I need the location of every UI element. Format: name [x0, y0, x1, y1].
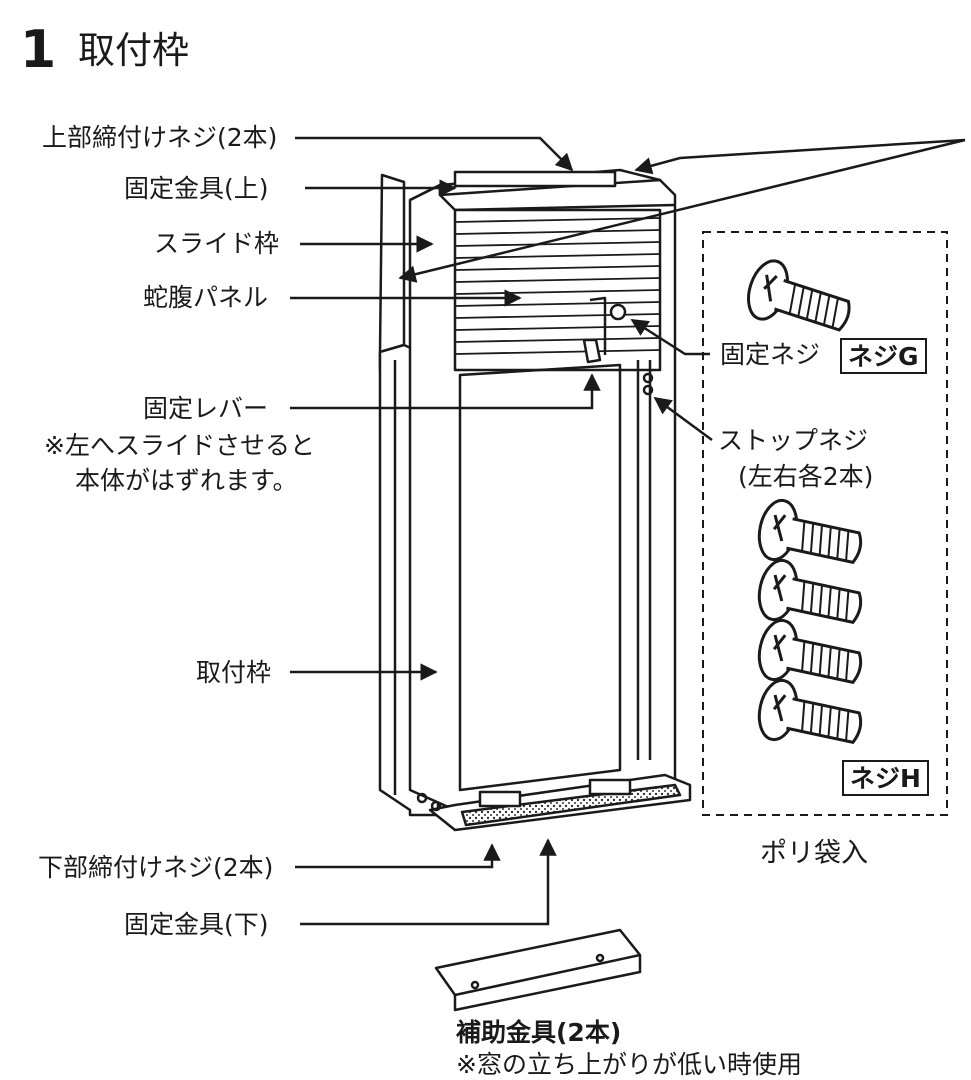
label-aux-bracket: 補助金具(2本) [456, 1018, 622, 1047]
label-fixing-screw: 固定ネジ [720, 340, 821, 369]
label-poly-bag: ポリ袋入 [760, 838, 868, 869]
label-lever-note-1: ※左へスライドさせると [44, 431, 315, 460]
label-upper-screw: 上部締付けネジ(2本) [42, 123, 278, 152]
step-number: 1 [20, 20, 57, 80]
label-stop-screw-count: (左右各2本) [738, 462, 874, 491]
badge-screw-g: ネジG [840, 338, 931, 378]
label-stop-screw: ストップネジ [718, 426, 869, 455]
label-mount-frame: 取付枠 [196, 658, 272, 687]
label-aux-note: ※窓の立ち上がりが低い時使用 [456, 1050, 802, 1079]
label-bracket-bottom: 固定金具(下) [124, 910, 269, 939]
label-bracket-top: 固定金具(上) [124, 174, 269, 203]
label-lower-screw: 下部締付けネジ(2本) [38, 853, 274, 882]
badge-screw-h: ネジH [842, 760, 933, 800]
label-slide-frame: スライド枠 [154, 229, 280, 258]
label-bellows-panel: 蛇腹パネル [143, 283, 269, 312]
page-title: 取付枠 [78, 29, 189, 72]
label-lever-note-2: 本体がはずれます。 [75, 466, 298, 495]
label-fixing-lever: 固定レバー [143, 394, 269, 423]
